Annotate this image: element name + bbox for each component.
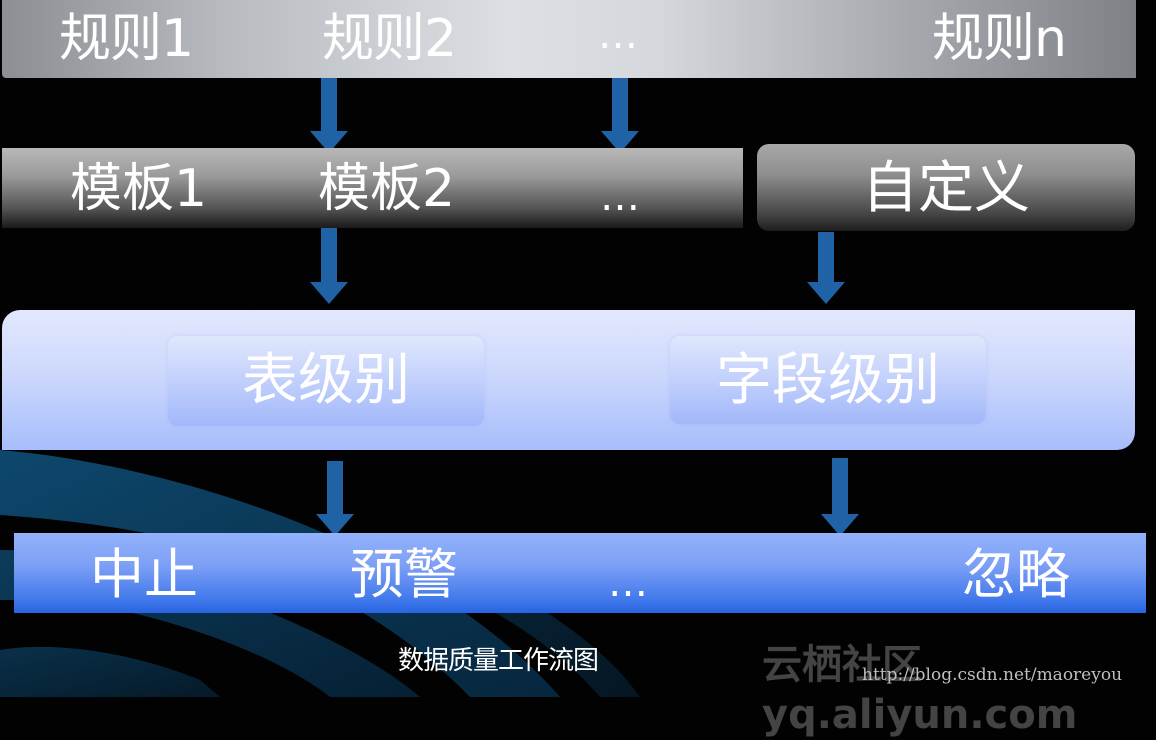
watermark-brand: 云栖社区 yq.aliyun.com bbox=[762, 642, 1078, 738]
rules-bar: 规则1 规则2 … 规则n bbox=[2, 0, 1136, 78]
rule-2-label: 规则2 bbox=[322, 9, 457, 69]
template-1-label: 模板1 bbox=[70, 159, 208, 219]
field-level-chip: 字段级别 bbox=[670, 336, 986, 424]
table-level-chip: 表级别 bbox=[168, 336, 484, 426]
action-ignore-label: 忽略 bbox=[962, 543, 1070, 606]
action-ellipsis-label: … bbox=[608, 560, 648, 606]
arrow-down-icon bbox=[316, 461, 356, 537]
rule-1-label: 规则1 bbox=[59, 9, 194, 69]
arrow-down-icon bbox=[310, 78, 350, 154]
arrow-down-icon bbox=[821, 458, 861, 536]
templates-bar: 模板1 模板2 … bbox=[2, 148, 743, 228]
rule-n-label: 规则n bbox=[932, 9, 1067, 69]
arrow-down-icon bbox=[807, 232, 847, 306]
rule-ellipsis-label: … bbox=[598, 12, 638, 58]
template-2-label: 模板2 bbox=[318, 159, 456, 219]
actions-bar: 中止 预警 … 忽略 bbox=[14, 533, 1146, 613]
table-level-label: 表级别 bbox=[242, 348, 410, 413]
diagram-caption: 数据质量工作流图 bbox=[398, 646, 599, 676]
custom-label: 自定义 bbox=[862, 156, 1030, 221]
arrow-down-icon bbox=[310, 228, 350, 306]
levels-bar: 表级别 字段级别 bbox=[2, 310, 1135, 450]
watermark-url: http://blog.csdn.net/maoreyou bbox=[862, 665, 1123, 685]
field-level-label: 字段级别 bbox=[716, 348, 940, 413]
arrow-down-icon bbox=[601, 78, 641, 154]
custom-box: 自定义 bbox=[757, 144, 1135, 231]
action-abort-label: 中止 bbox=[90, 543, 198, 606]
template-ellipsis-label: … bbox=[600, 174, 640, 220]
action-warn-label: 预警 bbox=[350, 543, 458, 606]
